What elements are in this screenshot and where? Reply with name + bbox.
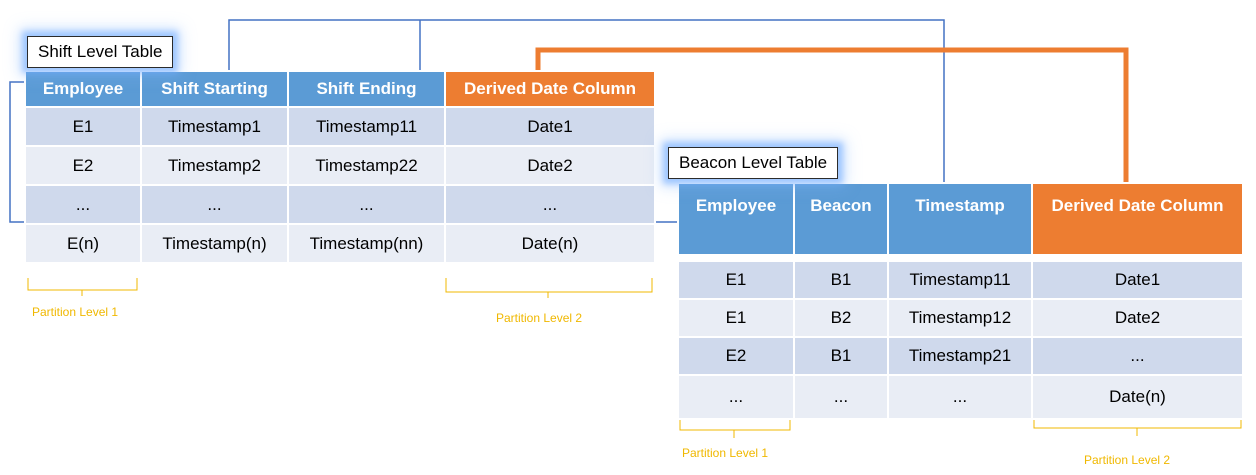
- table-cell: E1: [24, 106, 142, 147]
- column-header-shift-starting: Shift Starting: [140, 70, 289, 108]
- table-cell: B1: [793, 336, 889, 376]
- column-header-timestamp: Timestamp: [887, 182, 1033, 256]
- table-row: E1 B2 Timestamp12 Date2: [677, 298, 1244, 338]
- partition-brace-beacon-1: [679, 414, 791, 438]
- table-cell: Timestamp11: [287, 106, 446, 147]
- table-cell: E2: [677, 336, 795, 376]
- table-cell: Date1: [444, 106, 656, 147]
- beacon-partition-label-1: Partition Level 1: [682, 446, 769, 460]
- table-row: E2 B1 Timestamp21 ...: [677, 336, 1244, 376]
- table-cell: E1: [677, 260, 795, 300]
- table-cell: Date2: [1031, 298, 1244, 338]
- beacon-table-title: Beacon Level Table: [668, 147, 839, 179]
- beacon-partition-label-2: Partition Level 2: [1084, 453, 1171, 467]
- table-cell: Timestamp(nn): [287, 223, 446, 264]
- shift-partition-label-1: Partition Level 1: [32, 305, 119, 319]
- table-cell: Timestamp21: [887, 336, 1033, 376]
- table-header-row: Employee Shift Starting Shift Ending Der…: [24, 70, 656, 108]
- column-header-derived-date: Derived Date Column: [444, 70, 656, 108]
- column-header-shift-ending: Shift Ending: [287, 70, 446, 108]
- link-shift-starting-to-timestamp: [228, 19, 945, 184]
- table-cell: E1: [677, 298, 795, 338]
- table-cell: ...: [444, 184, 656, 225]
- spacer-cell: [1032, 255, 1243, 261]
- shift-table-title: Shift Level Table: [27, 36, 174, 68]
- table-row: E(n) Timestamp(n) Timestamp(nn) Date(n): [24, 223, 656, 264]
- table-cell: Date(n): [444, 223, 656, 264]
- column-header-employee: Employee: [24, 70, 142, 108]
- table-cell: B1: [793, 260, 889, 300]
- table-header-row: Employee Beacon Timestamp Derived Date C…: [677, 182, 1244, 256]
- table-cell: ...: [140, 184, 289, 225]
- table-cell: ...: [677, 374, 795, 420]
- table-cell: Timestamp12: [887, 298, 1033, 338]
- column-header-employee: Employee: [677, 182, 795, 256]
- table-row: E2 Timestamp2 Timestamp22 Date2: [24, 145, 656, 186]
- table-cell: Date2: [444, 145, 656, 186]
- partition-brace-shift-2: [445, 278, 653, 298]
- table-cell: ...: [887, 374, 1033, 420]
- table-row: ... ... ... ...: [24, 184, 656, 225]
- spacer-cell: [888, 255, 1032, 261]
- spacer-cell: [678, 255, 794, 261]
- table-row: E1 Timestamp1 Timestamp11 Date1: [24, 106, 656, 147]
- table-cell: ...: [793, 374, 889, 420]
- table-cell: Date1: [1031, 260, 1244, 300]
- spacer-cell: [794, 255, 888, 261]
- table-cell: Timestamp(n): [140, 223, 289, 264]
- column-header-beacon: Beacon: [793, 182, 889, 256]
- table-row: ... ... ... Date(n): [677, 374, 1244, 420]
- table-row: E1 B1 Timestamp11 Date1: [677, 260, 1244, 300]
- table-cell: ...: [24, 184, 142, 225]
- shift-level-table: Employee Shift Starting Shift Ending Der…: [24, 70, 656, 264]
- shift-partition-label-2: Partition Level 2: [496, 311, 583, 325]
- table-cell: Date(n): [1031, 374, 1244, 420]
- table-cell: ...: [287, 184, 446, 225]
- column-header-derived-date: Derived Date Column: [1031, 182, 1244, 256]
- beacon-level-table: Employee Beacon Timestamp Derived Date C…: [677, 182, 1244, 420]
- partition-brace-shift-1: [27, 278, 138, 296]
- table-cell: Timestamp22: [287, 145, 446, 186]
- table-cell: Timestamp11: [887, 260, 1033, 300]
- link-derived-date-to-derived-date: [535, 47, 1129, 184]
- table-cell: E2: [24, 145, 142, 186]
- table-cell: E(n): [24, 223, 142, 264]
- table-cell: ...: [1031, 336, 1244, 376]
- table-cell: B2: [793, 298, 889, 338]
- table-cell: Timestamp1: [140, 106, 289, 147]
- table-cell: Timestamp2: [140, 145, 289, 186]
- table-spacer-row: [678, 255, 1243, 261]
